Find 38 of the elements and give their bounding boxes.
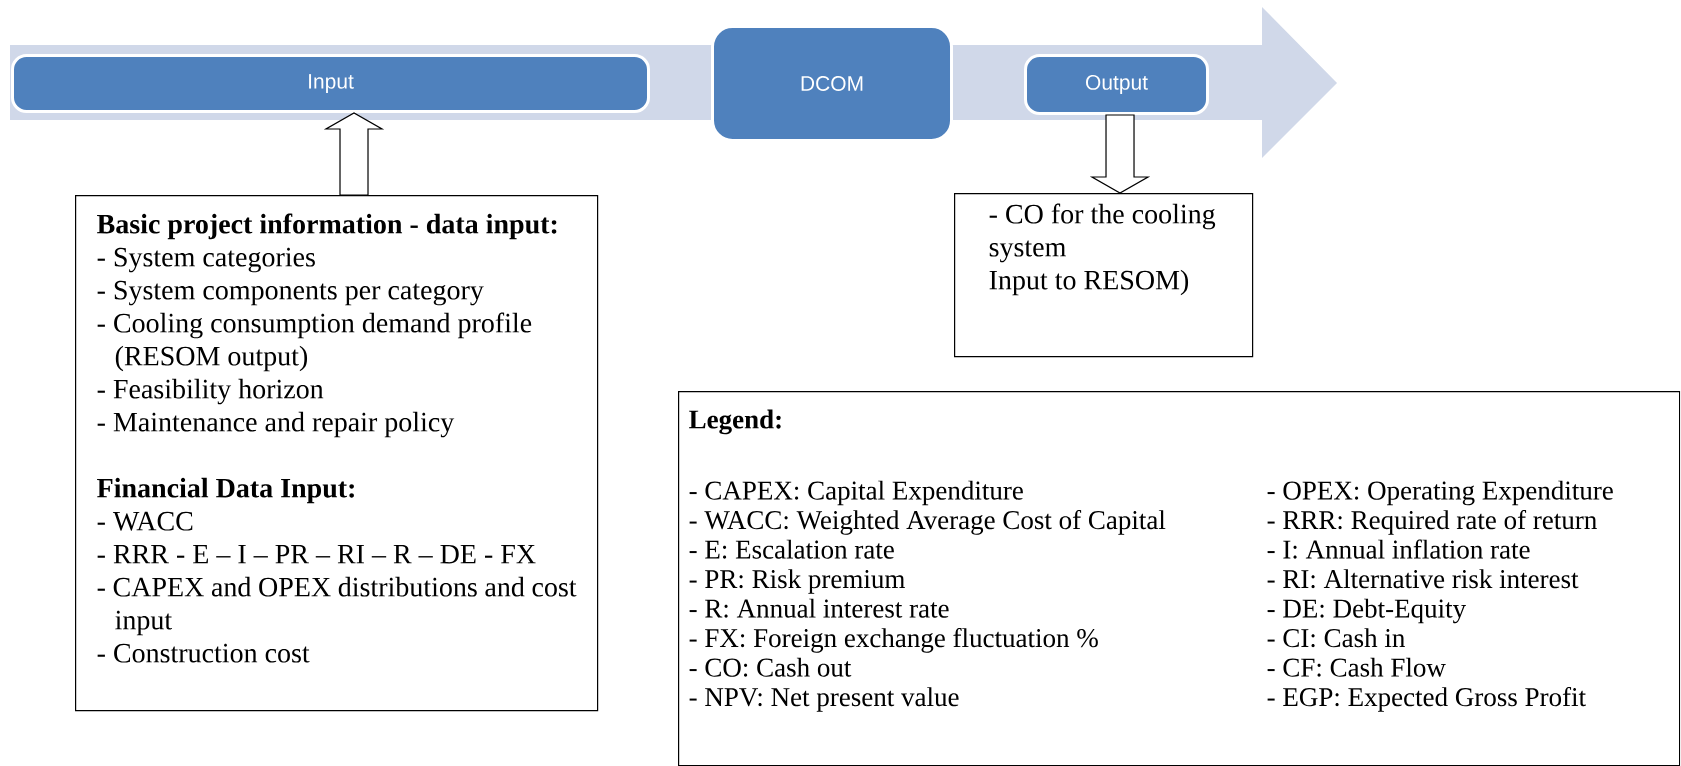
heading: Financial Data Input: (97, 477, 354, 504)
legend-entry: - R: Annual interest rate (689, 598, 949, 618)
block-arrow (323, 112, 385, 196)
list-item: - CAPEX and OPEX distributions and cost input (97, 576, 577, 636)
block-arrow (1089, 114, 1151, 194)
process-box: DCOM (711, 25, 953, 142)
list-item: - Construction cost (97, 643, 310, 663)
process-box: Output (1024, 54, 1209, 115)
legend-entry: - PR: Risk premium (689, 569, 905, 594)
legend-entry: - I: Annual inflation rate (1267, 539, 1530, 559)
legend-entry: - CF: Cash Flow (1267, 657, 1446, 677)
text-line: - CO for the cooling system (989, 203, 1216, 263)
list-item: - Maintenance and repair policy (97, 411, 455, 438)
legend-entry: - OPEX: Operating Expenditure (1267, 480, 1613, 506)
list-item: - System components per category (97, 280, 484, 306)
legend-entry: - RI: Alternative risk interest (1267, 569, 1579, 589)
legend-entry: - EGP: Expected Gross Profit (1267, 686, 1586, 712)
legend-entry: - NPV: Net present value (689, 687, 959, 712)
list-item: - Feasibility horizon (97, 378, 324, 405)
text-box (954, 193, 1254, 358)
legend-box (678, 391, 1681, 766)
legend-entry: - E: Escalation rate (689, 539, 894, 559)
legend-entry: - CAPEX: Capital Expenditure (689, 480, 1023, 506)
legend-entry: - CI: Cash in (1267, 628, 1405, 648)
legend-entry: - WACC: Weighted Average Cost of Capital (689, 509, 1166, 535)
text-box (75, 195, 599, 712)
list-item: - RRR - E – I – PR – RI – R – DE - FX (97, 544, 536, 564)
process-box: Input (11, 54, 650, 113)
legend-entry: - FX: Foreign exchange fluctuation % (689, 627, 1098, 653)
heading: Basic project information - data input: (97, 213, 557, 240)
text-line: Input to RESOM) (989, 269, 1189, 296)
legend-entry: - RRR: Required rate of return (1267, 509, 1597, 535)
list-item: - System categories (97, 247, 315, 273)
list-item: - WACC (97, 511, 193, 531)
legend-entry: - CO: Cash out (689, 657, 852, 677)
heading: Legend: (689, 409, 781, 435)
legend-entry: - DE: Debt-Equity (1267, 598, 1466, 624)
list-item: - Cooling consumption demand profile (RESOM output) (97, 312, 532, 372)
